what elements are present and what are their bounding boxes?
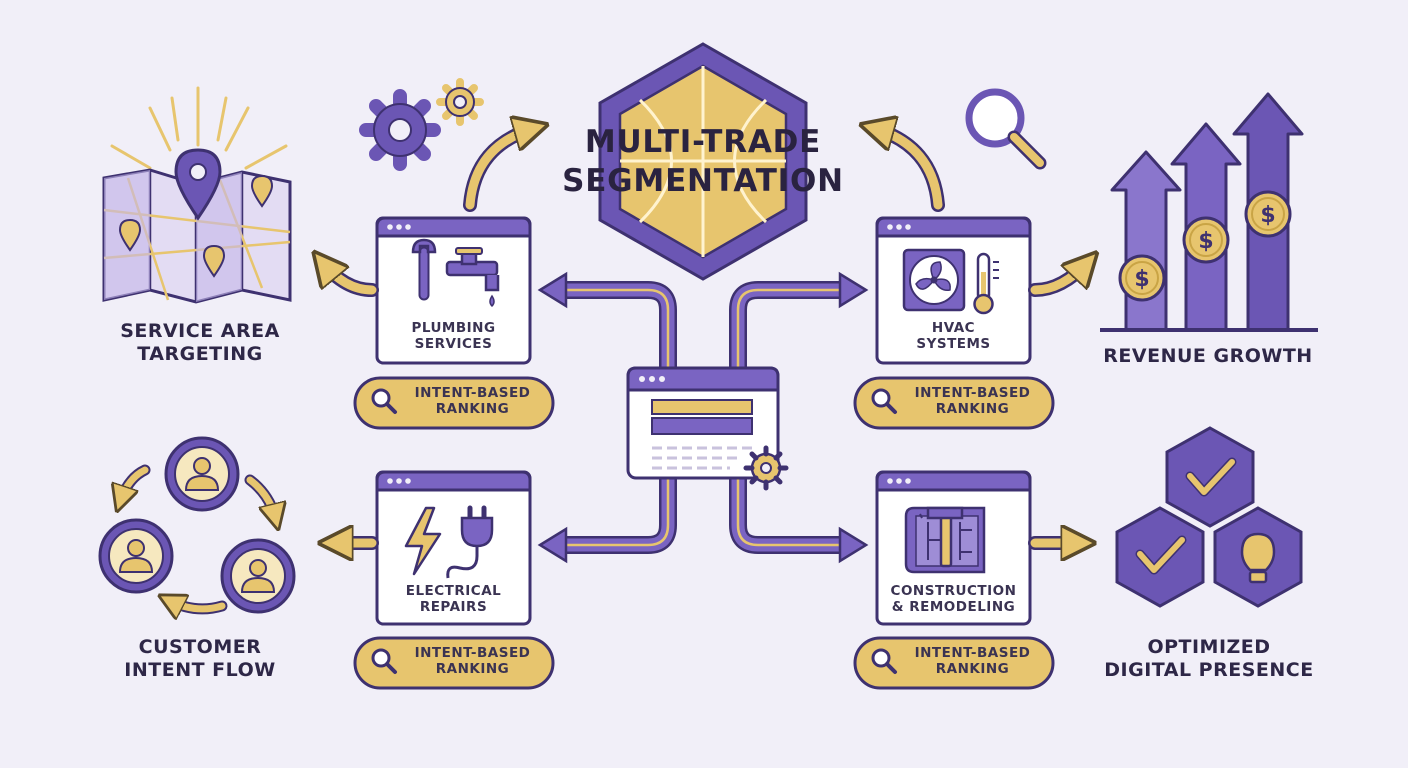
badge-line1: INTENT-BASED bbox=[414, 385, 531, 401]
badge-line1: INTENT-BASED bbox=[914, 645, 1031, 661]
intent-badge-hvac: INTENT-BASED RANKING bbox=[900, 385, 1045, 417]
intent-badge-electrical: INTENT-BASED RANKING bbox=[400, 645, 545, 677]
plumbing-icon bbox=[411, 238, 500, 308]
magnifier-icon bbox=[965, 88, 1047, 170]
title-line-1: MULTI-TRADE bbox=[584, 124, 822, 160]
title-line-2: SEGMENTATION bbox=[562, 162, 844, 199]
diagram-title: MULTI-TRADE SEGMENTATION bbox=[520, 123, 886, 201]
badge-line2: RANKING bbox=[935, 660, 1010, 677]
svg-text:$: $ bbox=[1198, 229, 1213, 254]
card-hvac-line1: HVAC bbox=[931, 320, 976, 336]
card-construction-line1: CONSTRUCTION bbox=[890, 583, 1017, 599]
outcome-digital-line2: DIGITAL PRESENCE bbox=[1104, 658, 1314, 681]
svg-text:$: $ bbox=[1134, 267, 1149, 292]
growth-arrows-icon: $ $ $ bbox=[1100, 92, 1318, 332]
card-plumbing-line1: PLUMBING bbox=[411, 320, 496, 336]
map-pin-icon bbox=[102, 86, 292, 304]
blueprint-icon bbox=[904, 506, 986, 574]
intent-badge-plumbing: INTENT-BASED RANKING bbox=[400, 385, 545, 417]
outcome-digital-presence: OPTIMIZED DIGITAL PRESENCE bbox=[1080, 636, 1338, 682]
router-paths bbox=[537, 271, 869, 564]
central-browser-icon bbox=[626, 366, 789, 491]
badge-line1: INTENT-BASED bbox=[914, 385, 1031, 401]
svg-text:$: $ bbox=[1260, 203, 1275, 228]
card-plumbing-line2: SERVICES bbox=[414, 336, 493, 353]
hvac-icon bbox=[902, 248, 999, 315]
badge-line1: INTENT-BASED bbox=[414, 645, 531, 661]
card-plumbing: PLUMBING SERVICES bbox=[377, 320, 530, 352]
card-construction-line2: & REMODELING bbox=[891, 599, 1016, 616]
outcome-digital-line1: OPTIMIZED bbox=[1147, 636, 1271, 658]
center-hexagon bbox=[598, 42, 808, 281]
badge-line2: RANKING bbox=[435, 400, 510, 417]
intent-badge-construction: INTENT-BASED RANKING bbox=[900, 645, 1045, 677]
badge-line2: RANKING bbox=[935, 400, 1010, 417]
card-electrical: ELECTRICAL REPAIRS bbox=[377, 583, 530, 615]
customer-cycle-icon bbox=[98, 436, 296, 612]
hex-check-icon bbox=[1115, 426, 1303, 608]
title-arrows bbox=[463, 128, 945, 212]
card-electrical-line1: ELECTRICAL bbox=[405, 583, 502, 599]
outcome-customer-line2: INTENT FLOW bbox=[124, 658, 276, 681]
outcome-service-area-line1: SERVICE AREA bbox=[120, 320, 280, 342]
outcome-revenue-line1: REVENUE GROWTH bbox=[1103, 345, 1313, 367]
badge-shapes bbox=[353, 376, 1055, 690]
outcome-service-area: SERVICE AREA TARGETING bbox=[95, 320, 305, 366]
card-hvac-line2: SYSTEMS bbox=[916, 336, 991, 353]
outcome-revenue-growth: REVENUE GROWTH bbox=[1088, 345, 1328, 368]
outcome-customer-flow: CUSTOMER INTENT FLOW bbox=[95, 636, 305, 682]
badge-line2: RANKING bbox=[435, 660, 510, 677]
card-hvac: HVAC SYSTEMS bbox=[877, 320, 1030, 352]
outcome-arrows bbox=[322, 262, 1088, 543]
card-construction: CONSTRUCTION & REMODELING bbox=[877, 583, 1030, 615]
electrical-icon bbox=[404, 505, 494, 579]
outcome-service-area-line2: TARGETING bbox=[137, 342, 263, 365]
card-electrical-line2: REPAIRS bbox=[419, 599, 488, 616]
search-icon bbox=[371, 388, 897, 674]
gears-icon bbox=[359, 78, 484, 171]
outcome-customer-line1: CUSTOMER bbox=[138, 636, 262, 658]
